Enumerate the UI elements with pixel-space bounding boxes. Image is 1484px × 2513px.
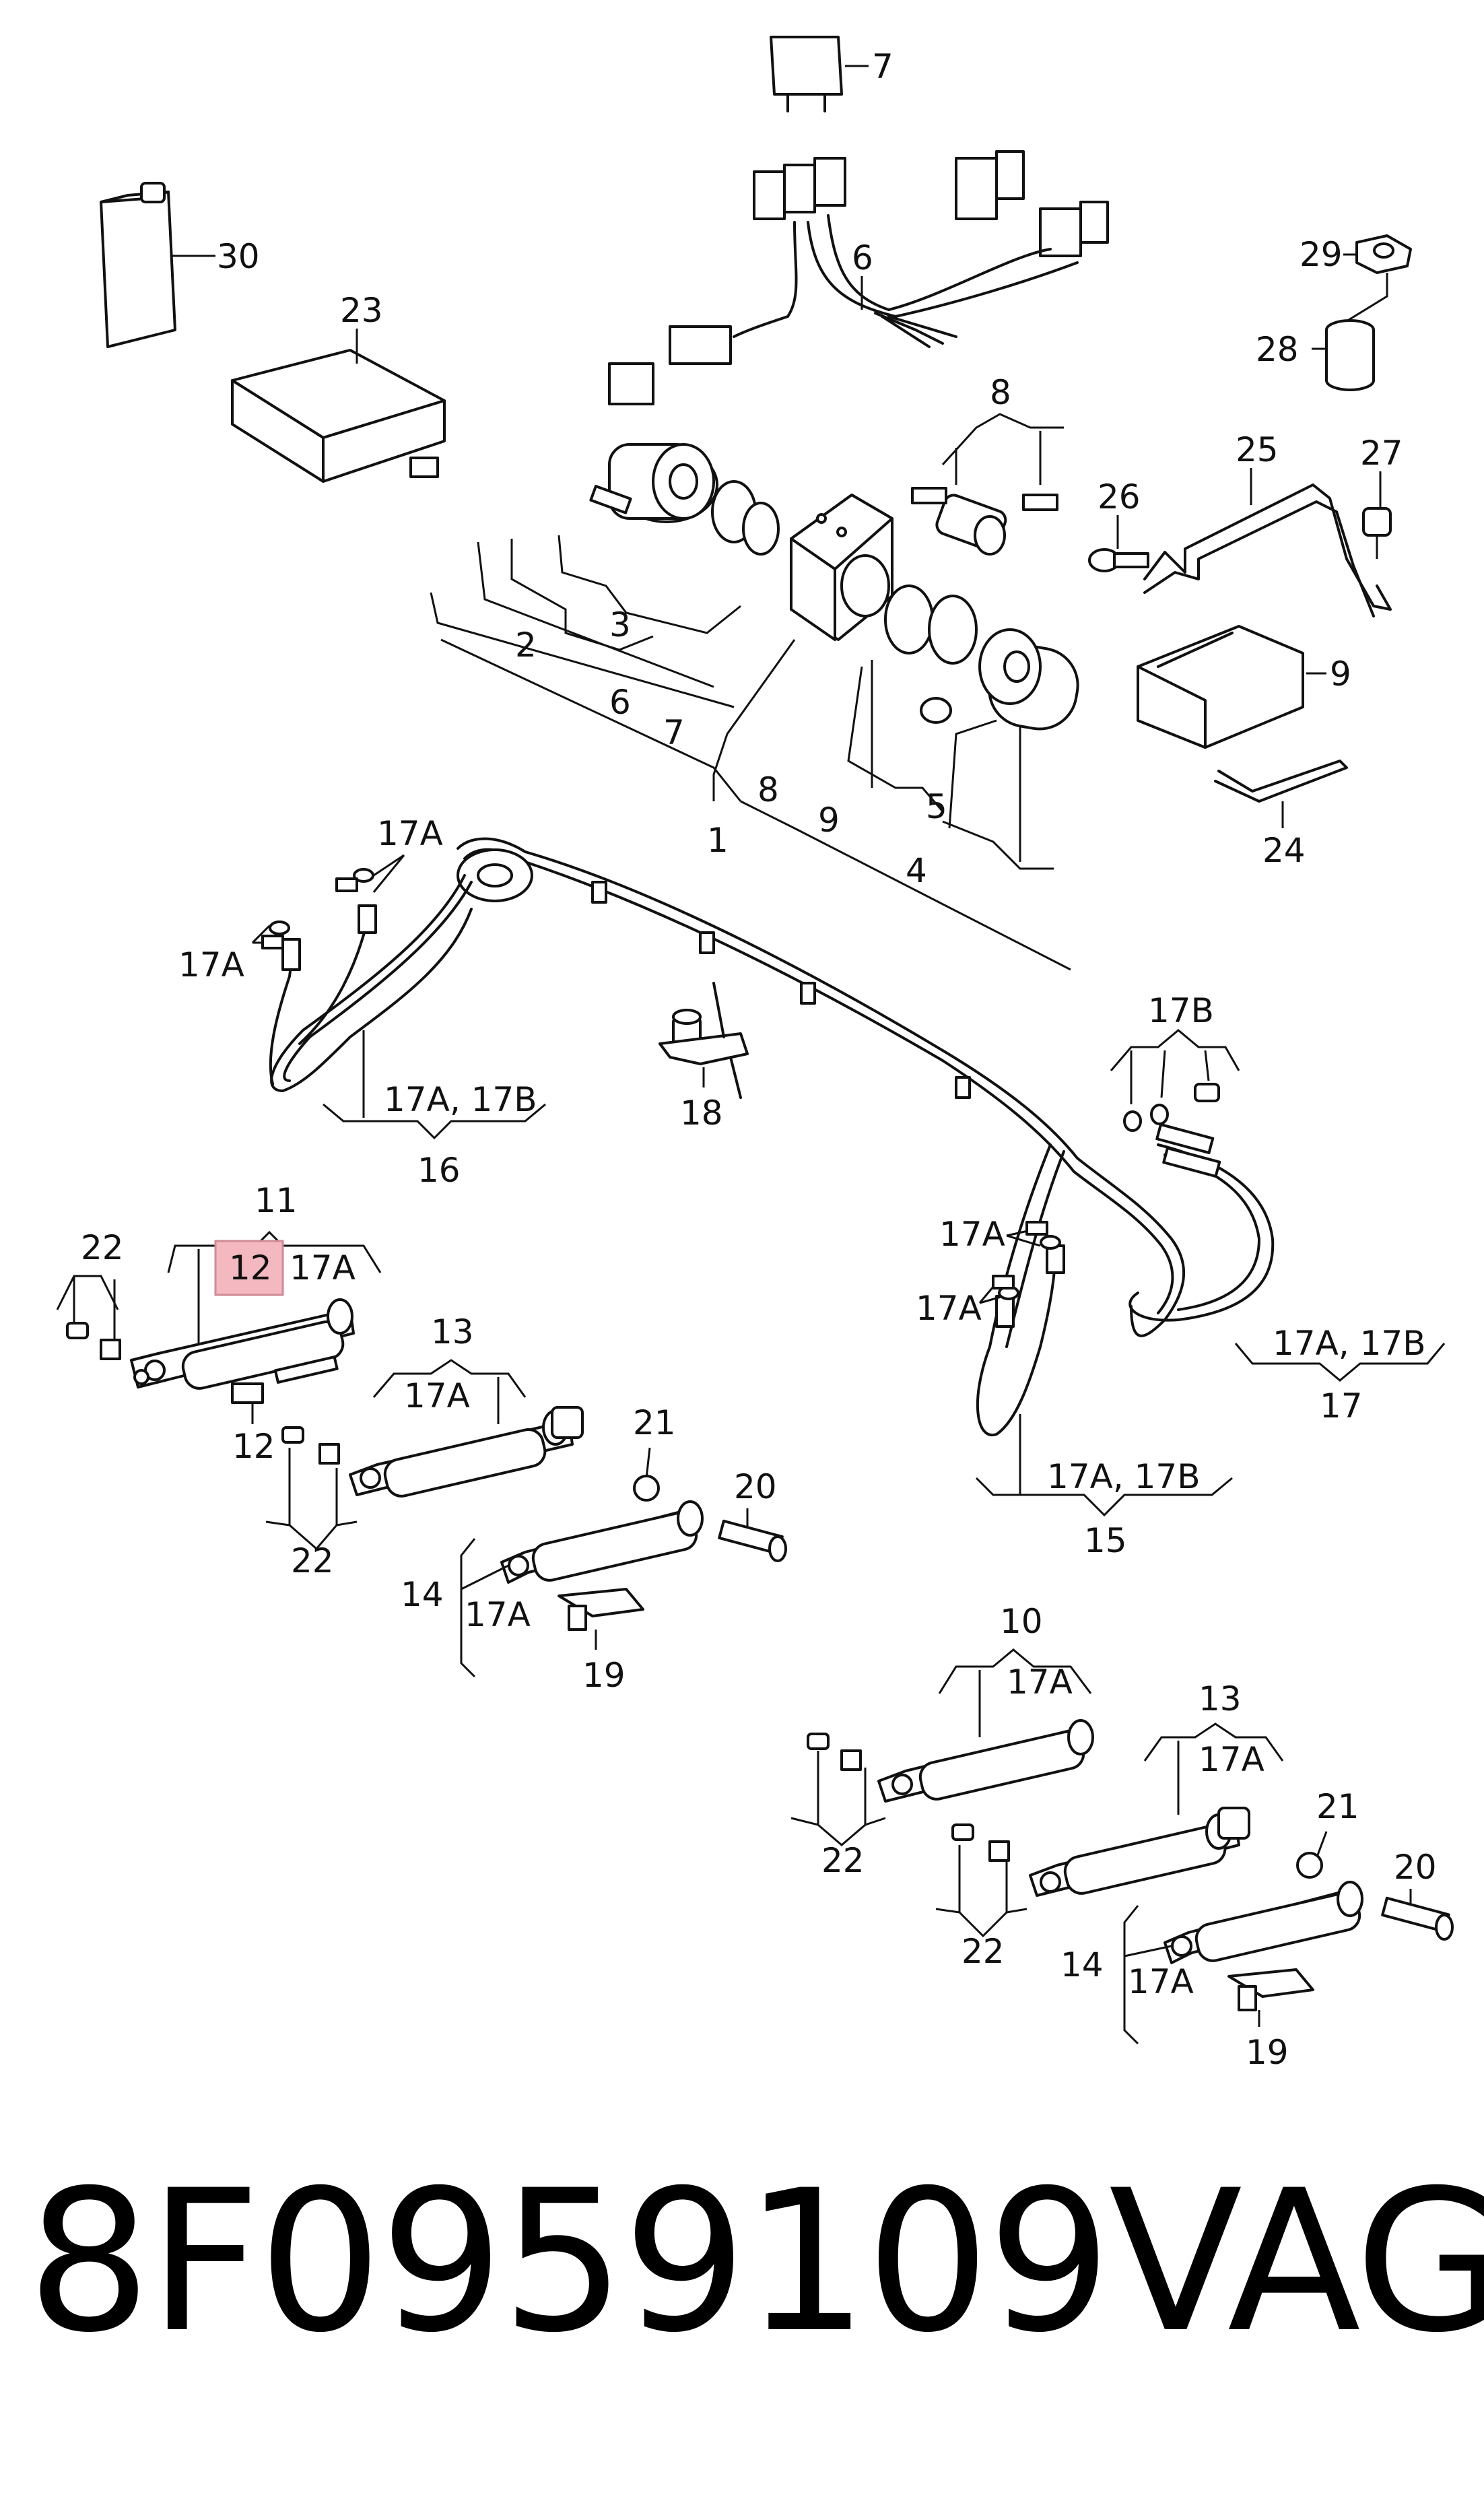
- label-8: 8: [990, 373, 1011, 412]
- label-20-2: 20: [1394, 1848, 1437, 1887]
- bracket-clip-icon-2: [1227, 1968, 1314, 2011]
- label-17: 17: [1320, 1386, 1363, 1426]
- label-11: 11: [255, 1181, 298, 1220]
- label-23: 23: [340, 291, 383, 330]
- label-1: 1: [707, 821, 729, 860]
- label-22-1: 22: [81, 1228, 124, 1267]
- label-17a-13a: 17A: [404, 1376, 470, 1415]
- gas-strut-icon-5: [1029, 1807, 1250, 1897]
- label-7: 7: [872, 47, 893, 86]
- hose-clamp-icon: [659, 982, 749, 1099]
- label-5: 5: [926, 787, 947, 826]
- label-17a-2: 17A: [178, 945, 244, 984]
- label-17a-14a: 17A: [465, 1595, 531, 1634]
- pump-motor-icon: [589, 443, 780, 556]
- label-13-1: 13: [431, 1312, 474, 1351]
- label-10: 10: [1000, 1602, 1043, 1641]
- label-17a17b-15: 17A, 17B: [1047, 1457, 1201, 1496]
- label-14-2: 14: [1060, 1945, 1104, 1984]
- label-24: 24: [1262, 831, 1306, 870]
- gas-strut-icon-3: [500, 1500, 704, 1584]
- pin-icon: [66, 1322, 121, 1360]
- bushing-icon: [1312, 319, 1375, 391]
- label-17b: 17B: [1148, 991, 1214, 1030]
- control-unit-icon: [231, 329, 446, 483]
- label-6: 6: [852, 238, 873, 277]
- label-12: 12: [232, 1427, 275, 1466]
- label-17a-11: 17A: [290, 1248, 356, 1287]
- label-22-3: 22: [821, 1841, 865, 1880]
- label-9b: 9: [818, 801, 840, 840]
- label-21-2: 21: [1316, 1787, 1359, 1826]
- label-17a-4: 17A: [916, 1289, 982, 1328]
- label-19-2: 19: [1246, 2033, 1289, 2072]
- label-4: 4: [906, 851, 927, 890]
- label-22-4: 22: [962, 1932, 1005, 1971]
- label-17a17b-16: 17A, 17B: [384, 1080, 537, 1119]
- label-12-highlighted: 12: [229, 1248, 272, 1287]
- label-8b: 8: [757, 770, 779, 809]
- nut-icon: [1342, 234, 1412, 330]
- label-6b: 6: [609, 683, 631, 722]
- pin-icon-4: [951, 1823, 1010, 1862]
- label-17a-1: 17A: [377, 814, 443, 853]
- gas-strut-icon-2: [349, 1406, 584, 1498]
- part-number: 8F0959109: [27, 2149, 1112, 2376]
- bolt-icon-2: [718, 1519, 787, 1562]
- label-15: 15: [1084, 1521, 1127, 1560]
- label-28: 28: [1256, 330, 1299, 369]
- bracket-clip-icon: [558, 1588, 644, 1631]
- label-30: 30: [217, 237, 260, 276]
- label-14-1: 14: [401, 1575, 444, 1614]
- label-19-1: 19: [582, 1656, 626, 1695]
- label-17a-14b: 17A: [1128, 1962, 1194, 2001]
- clip-icon-2: [1296, 1852, 1323, 1879]
- label-22-2: 22: [291, 1541, 334, 1580]
- label-18: 18: [680, 1094, 723, 1133]
- label-29: 29: [1300, 235, 1343, 274]
- label-17a-10: 17A: [1007, 1663, 1073, 1702]
- wiring-harness-icon: [608, 150, 1109, 405]
- hydraulic-block-icon: [790, 494, 893, 641]
- brand-name: VAG: [1108, 2149, 1484, 2376]
- pin-icon-3: [807, 1733, 862, 1771]
- valve-icon: [911, 487, 1058, 556]
- bracket-icon: [1143, 468, 1392, 617]
- label-17a17b-17: 17A, 17B: [1273, 1324, 1426, 1363]
- label-3: 3: [609, 605, 631, 644]
- fluid-bottle-icon: [100, 182, 215, 348]
- hydraulic-hose-icon: [269, 837, 1275, 1437]
- bolt-icon-3: [1381, 1896, 1454, 1941]
- label-9: 9: [1330, 655, 1351, 694]
- label-25: 25: [1236, 430, 1279, 469]
- pump-cover-icon: [1137, 625, 1326, 749]
- bracket-8: [941, 413, 1064, 466]
- pin-icon-2: [281, 1426, 340, 1465]
- label-21-1: 21: [633, 1403, 676, 1442]
- label-16: 16: [417, 1151, 461, 1190]
- clip-icon: [633, 1475, 660, 1502]
- gas-strut-icon: [130, 1298, 355, 1404]
- label-26: 26: [1098, 477, 1141, 516]
- label-17a-3: 17A: [939, 1215, 1005, 1254]
- label-17a-13b: 17A: [1199, 1740, 1264, 1779]
- label-13-2: 13: [1199, 1679, 1242, 1718]
- part-number-caption: 8F0959109 VAG: [27, 2148, 1484, 2377]
- gas-strut-icon-6: [1163, 1881, 1363, 1964]
- label-27: 27: [1360, 434, 1403, 473]
- hex-key-icon: [1214, 760, 1348, 828]
- highlight-box-12: [214, 1240, 284, 1296]
- grommet-icon: [1362, 471, 1392, 559]
- relay-icon: [770, 36, 869, 112]
- gas-strut-icon-4: [877, 1719, 1094, 1803]
- pump-icon: [884, 584, 1079, 731]
- bolt-icon: [1088, 515, 1149, 572]
- label-20-1: 20: [734, 1467, 777, 1506]
